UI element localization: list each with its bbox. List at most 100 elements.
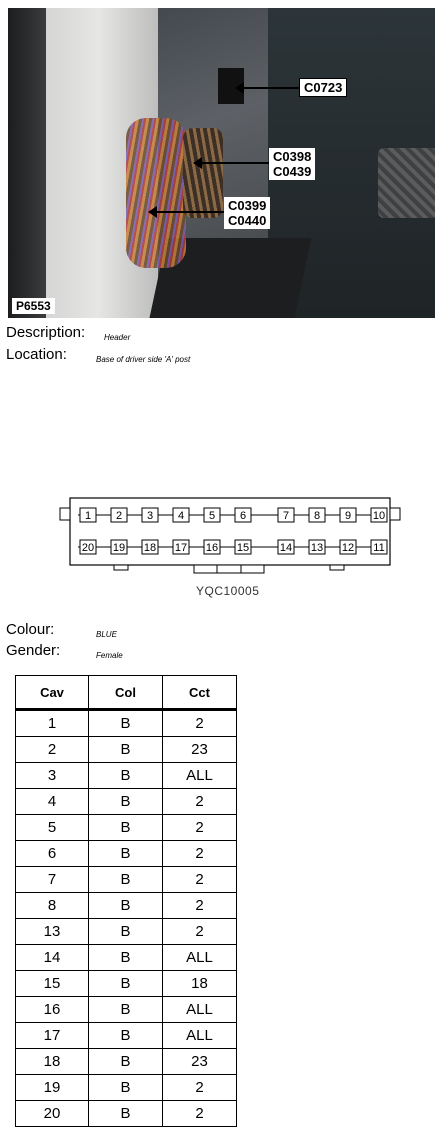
- wiring-harness: [126, 118, 186, 268]
- pin-number: 18: [144, 542, 156, 554]
- pin-number: 11: [373, 542, 384, 554]
- pin-number: 9: [345, 510, 351, 522]
- cell-col: B: [88, 762, 163, 789]
- pin-box: [79, 539, 97, 555]
- pin-box: [277, 539, 295, 555]
- cell-col: B: [88, 1074, 163, 1101]
- cell-col: B: [88, 1048, 163, 1075]
- cell-cct: ALL: [162, 762, 237, 789]
- cell-cav: 19: [15, 1074, 89, 1101]
- cell-col: B: [88, 918, 163, 945]
- callout-c0399: C0399 C0440: [224, 197, 271, 229]
- colour-label: Colour:: [6, 621, 55, 638]
- pin-cavity: 9: [339, 507, 357, 523]
- pin-cavity: 10: [370, 507, 388, 523]
- gender-row: Gender: Female: [6, 642, 306, 660]
- cell-cct: 23: [162, 736, 237, 763]
- cell-cct: 2: [162, 1074, 237, 1101]
- callout-arrow-3: [148, 206, 224, 218]
- pin-box: [141, 507, 159, 523]
- pin-cavity: 18: [141, 539, 159, 555]
- pin-cavity: 17: [172, 539, 190, 555]
- pin-cavity: 8: [308, 507, 326, 523]
- description-value: Header: [104, 333, 131, 342]
- door-frame: [8, 8, 46, 318]
- callout-c0398: C0398 C0439: [269, 148, 316, 180]
- colour-value: BLUE: [96, 630, 117, 639]
- pin-cavity: 20: [79, 539, 97, 555]
- pin-box: [110, 507, 128, 523]
- cell-col: B: [88, 970, 163, 997]
- callout-arrow-1: [235, 82, 299, 94]
- cell-cct: 2: [162, 918, 237, 945]
- pin-box: [339, 507, 357, 523]
- cell-cav: 15: [15, 970, 89, 997]
- callout-line: C0399: [228, 198, 267, 213]
- pin-number: 16: [206, 542, 218, 554]
- cell-cav: 18: [15, 1048, 89, 1075]
- pin-number: 7: [283, 510, 289, 522]
- pin-cavity: 19: [110, 539, 128, 555]
- pin-number: 20: [82, 542, 94, 554]
- callout-line: C0723: [304, 80, 343, 95]
- cell-cct: 2: [162, 840, 237, 867]
- cell-col: B: [88, 892, 163, 919]
- header-cct: Cct: [162, 675, 237, 711]
- pin-number: 17: [175, 542, 187, 554]
- pin-box: [203, 507, 221, 523]
- pin-number: 2: [116, 510, 122, 522]
- cell-cav: 17: [15, 1022, 89, 1049]
- pin-box: [172, 539, 190, 555]
- pin-box: [370, 507, 388, 523]
- cell-cav: 7: [15, 866, 89, 893]
- header-cav: Cav: [15, 675, 89, 711]
- pedal: [378, 148, 435, 218]
- cell-cav: 8: [15, 892, 89, 919]
- cell-col: B: [88, 814, 163, 841]
- cell-col: B: [88, 840, 163, 867]
- pin-number: 4: [178, 510, 184, 522]
- pin-cavity: 7: [277, 507, 295, 523]
- colour-row: Colour: BLUE: [6, 621, 306, 639]
- pin-number: 6: [240, 510, 246, 522]
- pin-box: [141, 539, 159, 555]
- cell-cct: 18: [162, 970, 237, 997]
- description-label: Description:: [6, 324, 86, 341]
- cell-col: B: [88, 736, 163, 763]
- cell-cct: ALL: [162, 996, 237, 1023]
- cell-cct: 2: [162, 866, 237, 893]
- callout-line: C0439: [273, 164, 312, 179]
- pin-box: [172, 507, 190, 523]
- pin-box: [234, 507, 252, 523]
- cell-cav: 1: [15, 709, 89, 737]
- cell-cav: 16: [15, 996, 89, 1023]
- pin-number: 8: [314, 510, 320, 522]
- pin-number: 1: [85, 510, 91, 522]
- pin-cavity: 13: [308, 539, 326, 555]
- pin-cavity: 5: [203, 507, 221, 523]
- pin-cavity: 4: [172, 507, 190, 523]
- gender-value: Female: [96, 651, 123, 660]
- cell-cct: 2: [162, 892, 237, 919]
- pin-number: 5: [209, 510, 215, 522]
- pin-cavity: 15: [234, 539, 252, 555]
- cell-col: B: [88, 944, 163, 971]
- cell-col: B: [88, 866, 163, 893]
- wiring-harness-secondary: [183, 128, 223, 218]
- cell-col: B: [88, 996, 163, 1023]
- cell-cct: ALL: [162, 1022, 237, 1049]
- pin-number: 12: [342, 542, 354, 554]
- pin-cavity: 2: [110, 507, 128, 523]
- cell-cct: 2: [162, 788, 237, 815]
